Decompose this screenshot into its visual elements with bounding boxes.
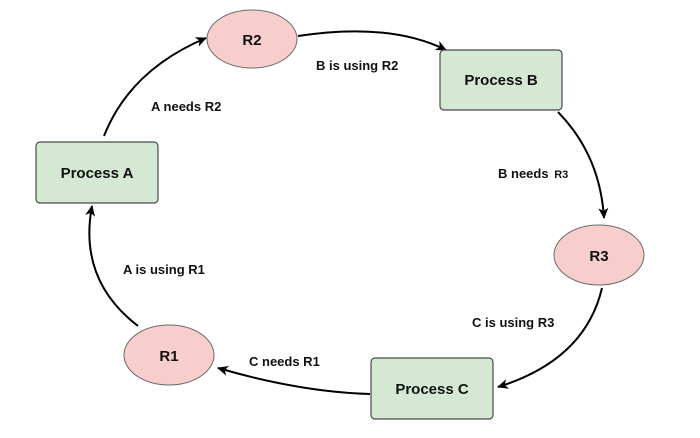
edge-label-b-needs-r3-suffix: R3 — [554, 169, 568, 181]
edge-label-c-using-r3: C is using R3 — [472, 315, 554, 330]
edge-b-needs-r3 — [557, 111, 609, 219]
process-a-node: Process A — [35, 141, 159, 204]
resource-r3-node: R3 — [553, 224, 645, 286]
edge-label-b-using-r2: B is using R2 — [316, 58, 398, 73]
edge-label-a-using-r1: A is using R1 — [123, 262, 205, 277]
resource-r1-label: R1 — [159, 348, 178, 365]
edge-c-using-r3 — [497, 287, 603, 389]
edge-a-using-r1 — [85, 205, 139, 327]
process-c-node: Process C — [370, 357, 494, 420]
process-b-label: Process B — [464, 72, 538, 89]
edge-c-needs-r1 — [217, 366, 371, 395]
edge-label-a-needs-r2: A needs R2 — [151, 99, 221, 114]
process-b-node: Process B — [439, 49, 563, 111]
edge-label-b-needs-r3-text: B needs — [498, 166, 552, 181]
process-a-label: Process A — [61, 165, 134, 182]
resource-r3-label: R3 — [589, 248, 608, 265]
edge-b-using-r2 — [297, 30, 447, 51]
edge-label-b-needs-r3: B needs R3 — [498, 166, 568, 181]
resource-r2-label: R2 — [242, 32, 261, 49]
resource-r2-node: R2 — [206, 9, 298, 69]
process-c-label: Process C — [395, 381, 469, 398]
edge-label-c-needs-r1: C needs R1 — [249, 354, 320, 369]
resource-r1-node: R1 — [123, 324, 215, 386]
edge-a-needs-r2 — [103, 37, 207, 137]
